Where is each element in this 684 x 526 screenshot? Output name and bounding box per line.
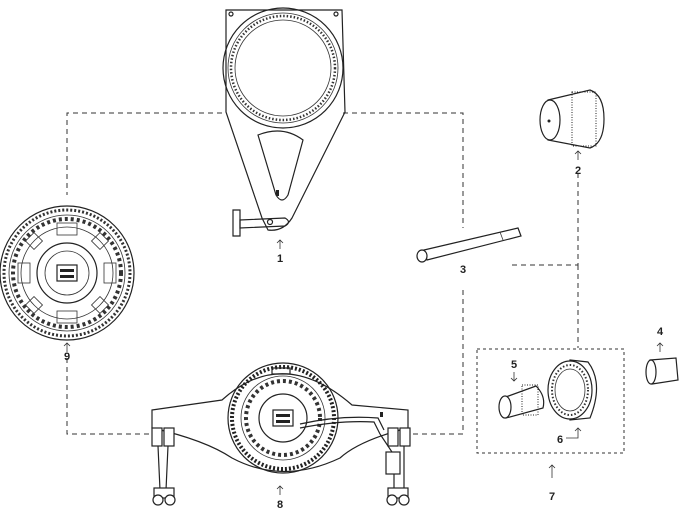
part-5-knurled-plug <box>498 384 545 419</box>
label-2: 2 <box>575 165 581 177</box>
arrow-1 <box>276 239 284 249</box>
arrow-2 <box>574 150 582 160</box>
arrow-9 <box>63 342 71 352</box>
part-9-gear-wheel <box>0 205 135 341</box>
assembly-dashed-lines <box>66 112 579 435</box>
part-1-ring-bracket <box>222 7 346 237</box>
arrow-5 <box>510 372 518 382</box>
kit-7-group-box <box>476 348 625 454</box>
label-6: 6 <box>557 434 563 446</box>
arrow-4 <box>656 342 664 352</box>
arrow-7 <box>548 464 556 478</box>
label-4: 4 <box>657 326 664 338</box>
arrow-6 <box>566 427 582 439</box>
part-6-bearing-ring <box>547 359 598 421</box>
part-8-assembly <box>151 362 411 506</box>
part-3-shaft-pin <box>416 227 522 263</box>
label-1: 1 <box>277 253 283 265</box>
label-3: 3 <box>460 264 466 276</box>
label-5: 5 <box>511 359 517 371</box>
label-9: 9 <box>64 351 70 363</box>
label-8: 8 <box>277 499 283 511</box>
part-4-sleeve <box>645 357 679 385</box>
part-2-knurled-cap <box>539 89 605 149</box>
label-7: 7 <box>549 491 555 503</box>
arrow-8 <box>276 485 284 495</box>
